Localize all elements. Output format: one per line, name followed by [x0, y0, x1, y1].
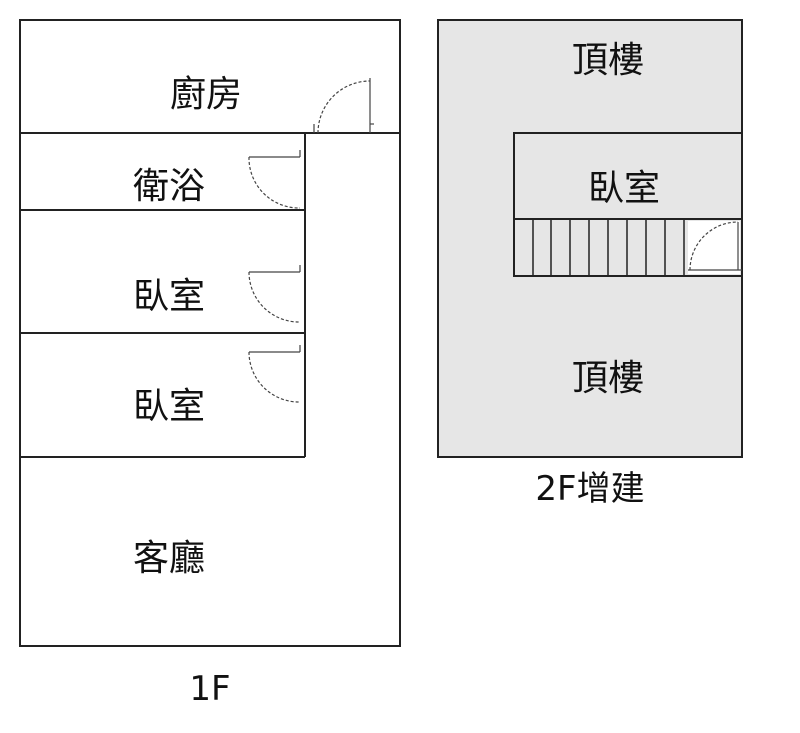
floor-label-2f: 2F增建 [535, 469, 644, 509]
room-label-living-room: 客廳 [133, 538, 205, 579]
floor-label-1f: 1F [189, 669, 230, 709]
staircase-icon [532, 219, 685, 276]
room-label-rooftop-bottom: 頂樓 [572, 358, 644, 399]
floor-2-plan: 頂樓 臥室 頂樓 2F增建 [437, 19, 743, 509]
kitchen-door-icon [313, 78, 374, 134]
bathroom-door-icon [248, 150, 301, 209]
bedroom2-door-icon [248, 345, 301, 403]
room-label-2f-bedroom: 臥室 [588, 168, 660, 209]
floor-1-plan: 廚房 衛浴 臥室 臥室 客廳 1F [19, 19, 401, 709]
room-label-bedroom-2: 臥室 [133, 386, 205, 427]
room-label-rooftop-top: 頂樓 [572, 40, 644, 81]
room-label-bedroom-1: 臥室 [133, 276, 205, 317]
room-label-kitchen: 廚房 [170, 74, 242, 115]
stair-door-icon [688, 221, 742, 274]
bedroom1-door-icon [248, 265, 301, 323]
room-label-bathroom: 衛浴 [133, 166, 205, 207]
